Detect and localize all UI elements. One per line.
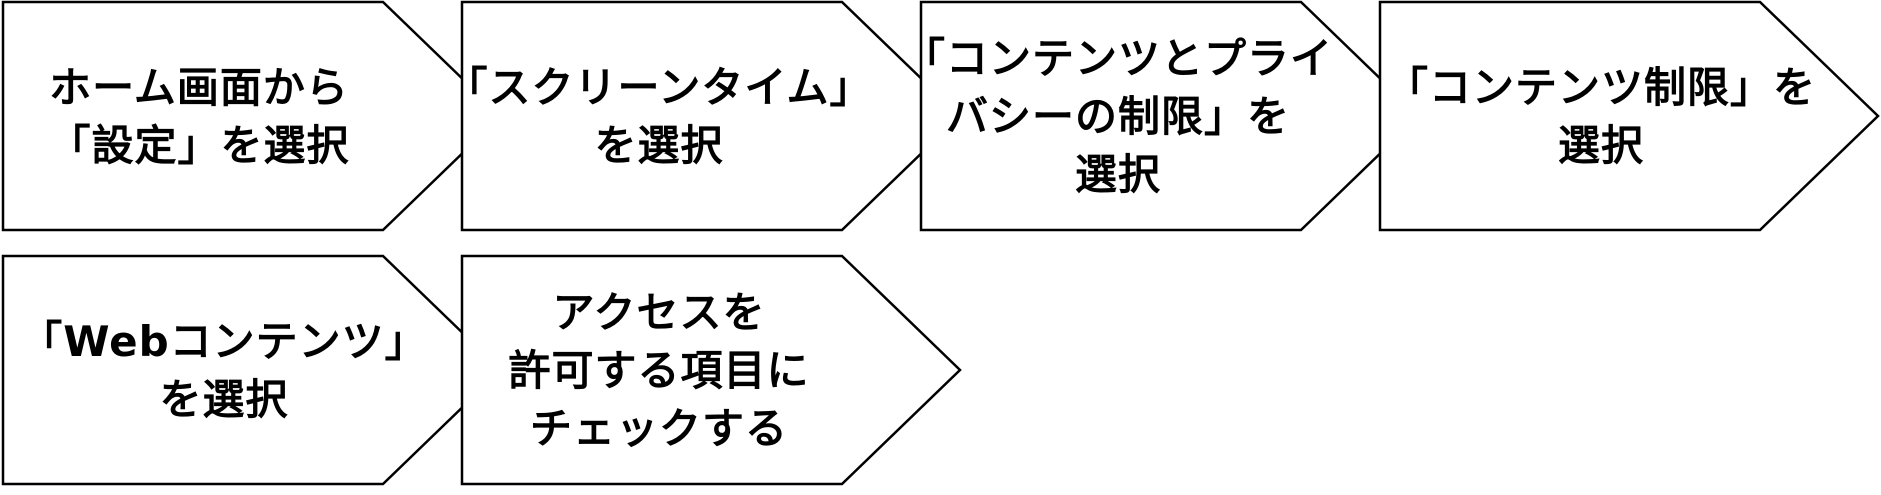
step-2-arrow-shape: [460, 0, 962, 232]
step-1-arrow-shape: [1, 0, 503, 232]
step-6-line-3: チェックする: [529, 404, 788, 453]
step-1-label: ホーム画面から 「設定」を選択: [4, 4, 394, 230]
step-5-line-1: 「Webコンテンツ」: [20, 317, 428, 366]
step-1-line-2: 「設定」を選択: [48, 121, 350, 170]
step-2-label: 「スクリーンタイム」 を選択: [445, 4, 871, 230]
step-3-label: 「コンテンツとプライ バシーの制限」を 選択: [903, 4, 1332, 230]
step-3-arrow-shape: [919, 0, 1421, 232]
step-3-line-1: 「コンテンツとプライ: [903, 34, 1334, 83]
step-5-line-2: を選択: [159, 375, 289, 424]
step-4-label: 「コンテンツ制限」を 選択: [1380, 4, 1822, 230]
step-6-line-1: アクセスを: [552, 288, 766, 337]
step-6-arrow-shape: [460, 254, 962, 486]
step-4-line-2: 選択: [1557, 121, 1644, 170]
step-5-arrow-shape: [1, 254, 503, 486]
step-2-line-1: 「スクリーンタイム」: [445, 63, 873, 112]
step-2-line-2: を選択: [594, 121, 724, 170]
step-6-line-2: 許可する項目に: [508, 346, 810, 395]
step-3-line-2: バシーの制限」を: [945, 92, 1290, 141]
step-3-line-3: 選択: [1074, 150, 1161, 199]
step-1-line-1: ホーム画面から: [49, 63, 349, 112]
step-4-line-1: 「コンテンツ制限」を: [1385, 63, 1816, 112]
step-4-arrow-shape: [1378, 0, 1880, 232]
step-6-label: アクセスを 許可する項目に チェックする: [463, 258, 855, 484]
step-5-label: 「Webコンテンツ」 を選択: [4, 258, 444, 484]
